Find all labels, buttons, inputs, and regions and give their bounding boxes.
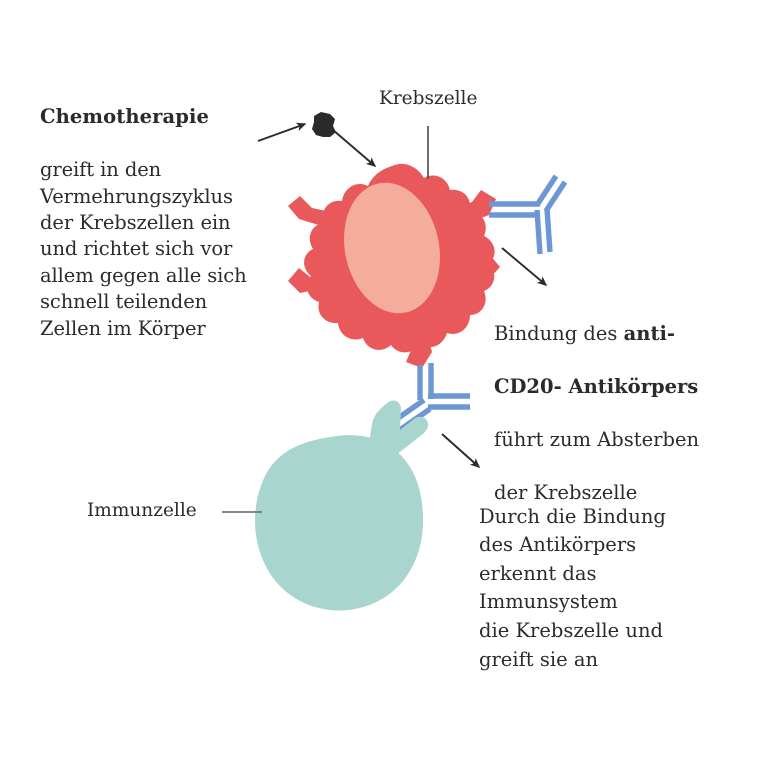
cancer-cell — [288, 163, 500, 368]
cd20-line2-bold: CD20- Antikörpers — [494, 375, 699, 399]
immune-cell-body — [255, 435, 424, 611]
chemotherapy-body-text: greift in den Vermehrungszyklus der Kreb… — [40, 158, 247, 340]
cd20-line1-plain: Bindung des — [494, 322, 624, 346]
label-immune-cell: Immunzelle — [87, 500, 197, 521]
chemotherapy-particle — [312, 112, 336, 137]
chemotherapy-description: Chemotherapie greift in den Vermehrungsz… — [40, 78, 280, 342]
arrow-chemo-to-particle — [257, 122, 307, 142]
immune-body-text: Durch die Bindung des Antikörpers erkenn… — [479, 504, 666, 671]
cd20-binding-description: Bindung des anti- CD20- Antikörpers führ… — [494, 295, 756, 506]
arrow-particle-to-cell — [332, 129, 377, 167]
cd20-line4: der Krebszelle — [494, 480, 638, 504]
label-cancer-cell: Krebszelle — [379, 88, 478, 109]
cancer-cell-nucleus — [344, 182, 440, 314]
arrow-to-cd20-text — [501, 247, 548, 286]
immune-cell — [255, 400, 429, 611]
cd20-line1-bold: anti- — [623, 322, 675, 346]
chemotherapy-lead-word: Chemotherapie — [40, 105, 209, 129]
immune-response-description: Durch die Bindung des Antikörpers erkenn… — [479, 474, 759, 674]
antibody-upper — [489, 174, 568, 255]
arrow-to-immune-text — [441, 433, 481, 468]
cd20-line3: führt zum Absterben — [494, 428, 700, 452]
